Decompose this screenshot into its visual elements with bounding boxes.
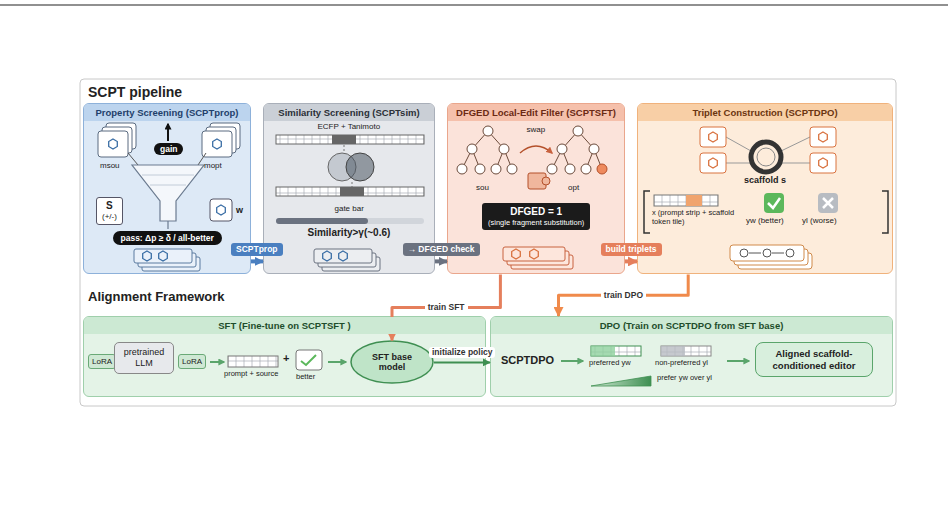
panel-body: gainS(+/-) pass: Δp ≥ δ / all-better msou m… <box>84 121 250 273</box>
label-text: + <box>283 352 289 365</box>
node-text: DFGED = 1 <box>488 206 584 218</box>
editor-box: Aligned scaffold-conditioned editor <box>755 342 873 377</box>
label-text: Alignment Framework <box>88 290 225 305</box>
stage-panel: Property Screening (SCPTprop) gainS(+/-)… <box>83 103 251 274</box>
label-text: gate bar <box>335 204 364 213</box>
diagram-title: SCPT pipeline <box>88 84 182 100</box>
edge-label: train SFT <box>425 302 468 312</box>
panel-heading: DPO (Train on SCPTDPO from SFT base) <box>491 317 892 334</box>
edge-label: → DFGED check <box>403 243 480 255</box>
node-text: (single fragment substitution) <box>488 218 584 227</box>
flow-arrow <box>625 259 637 263</box>
lora-box: LoRA <box>88 354 116 369</box>
panel-heading: SFT (Fine-tune on SCPTSFT ) <box>84 317 485 334</box>
ellipse-shape <box>351 341 433 383</box>
label-text: opt <box>568 183 579 192</box>
outer-frame <box>80 79 896 406</box>
edge-label: train DPO <box>601 290 646 300</box>
model-ellipse: SFT base model <box>350 340 434 384</box>
label-text: yl (worse) <box>802 216 837 225</box>
gain-tag: gain <box>154 143 183 155</box>
flow-arrow <box>435 259 447 263</box>
label-text: better <box>296 373 315 382</box>
panel-heading: Similarity Screening (SCPTsim) <box>264 104 434 121</box>
label-text: sou <box>476 183 489 192</box>
flow-arrow <box>251 259 263 263</box>
label-text: prompt + source <box>224 370 278 379</box>
node-text: (+/-) <box>102 212 117 222</box>
label-text: scaffold s <box>744 175 786 185</box>
node-text: pass: Δp ≥ δ / all-better <box>121 233 214 243</box>
node-text: SFT base model <box>363 352 421 374</box>
edge-label: initialize policy <box>429 347 495 357</box>
label-text: prefer yw over yl <box>657 374 712 383</box>
lora-box: LoRA <box>178 354 206 369</box>
node-text: LoRA <box>182 357 202 366</box>
node-text: gain <box>160 144 177 154</box>
pass-pill: pass: Δp ≥ δ / all-better <box>113 231 222 245</box>
label-text: swap <box>527 125 546 134</box>
panel-body: Aligned scaffold-conditioned editor SCPTD… <box>491 334 892 396</box>
label-text: mopt <box>204 161 222 170</box>
label-text: w <box>236 205 243 215</box>
label-text: SCPTDPO <box>501 354 554 367</box>
panel-heading: Property Screening (SCPTprop) <box>84 104 250 121</box>
edge-label: SCPTprop <box>231 243 283 255</box>
panel-body: scaffold s x (prompt strip + scaffold tok… <box>638 121 892 273</box>
edge-label: build triplets <box>601 243 662 255</box>
node-text: pretrained LLM <box>120 347 168 369</box>
node-text: Aligned scaffold-conditioned editor <box>764 348 864 371</box>
label-text: Similarity>γ(~0.6) <box>308 227 391 239</box>
flow-arrow <box>392 274 500 340</box>
node-text: S <box>102 200 117 212</box>
triplet-illustration <box>638 121 894 273</box>
framework-panel: SFT (Fine-tune on SCPTSFT ) LoRA pretrain… <box>83 316 486 397</box>
label-text: msou <box>100 161 120 170</box>
label-text: non-preferred yl <box>655 359 708 368</box>
label-text: ECFP + Tanimoto <box>318 122 381 131</box>
panel-heading: DFGED Local-Edit Filter (SCPTSFT) <box>448 104 624 121</box>
flow-arrow <box>559 274 689 316</box>
dfged-box: DFGED = 1(single fragment substitution) <box>482 203 590 230</box>
label-text: yw (better) <box>746 216 784 225</box>
panel-body: LoRA pretrained LLM LoRA SFT base model prom… <box>84 334 485 396</box>
panel-heading: Triplet Construction (SCPTDPO) <box>638 104 892 121</box>
flow-arrow <box>434 361 490 363</box>
framework-panel: DPO (Train on SCPTDPO from SFT base) Ali… <box>490 316 893 397</box>
stage-panel: Triplet Construction (SCPTDPO) scaffold … <box>637 103 893 274</box>
node-text: LoRA <box>92 357 112 366</box>
llm-box: pretrained LLM <box>114 342 174 374</box>
top-rule <box>0 4 948 5</box>
sign-box: S(+/-) <box>96 197 123 225</box>
label-text: x (prompt strip + scaffold token tile) <box>652 209 736 226</box>
label-text: preferred yw <box>589 359 631 368</box>
